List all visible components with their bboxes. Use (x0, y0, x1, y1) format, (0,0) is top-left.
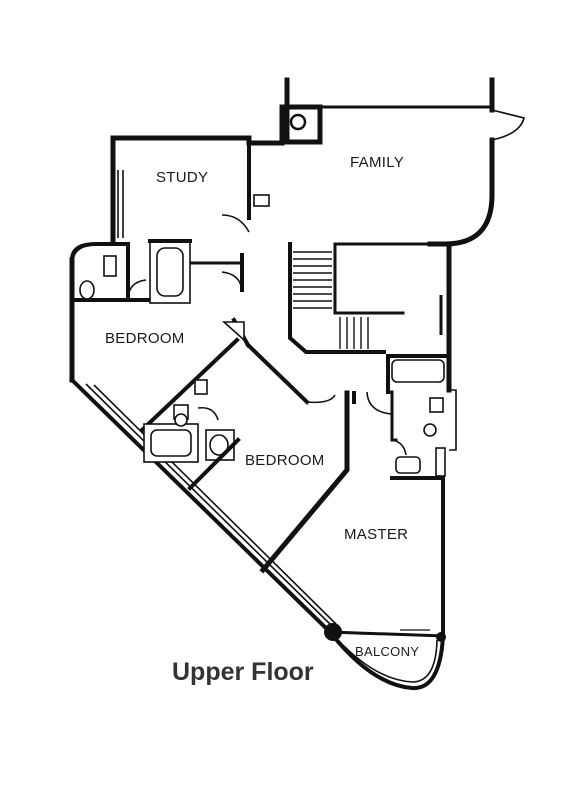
study-area (117, 141, 270, 265)
room-label-study: STUDY (156, 169, 208, 186)
room-label-master: MASTER (344, 526, 408, 543)
wardrobe-fixture (253, 194, 270, 207)
bedroom-1-area (69, 239, 251, 348)
column-marker-small (436, 632, 446, 642)
room-label-balcony: BALCONY (355, 644, 419, 659)
bedroom-2-area (139, 337, 350, 574)
master-ensuite (352, 354, 457, 480)
column-marker (324, 623, 342, 641)
stairwell (288, 242, 443, 354)
plan-caption: Upper Floor (172, 658, 314, 686)
room-label-family: FAMILY (350, 154, 404, 171)
family-corner (284, 104, 525, 145)
balcony-door (360, 629, 430, 635)
room-label-bedroom-2: BEDROOM (245, 452, 325, 469)
room-label-bedroom-1: BEDROOM (105, 330, 185, 347)
outer-walls (69, 77, 495, 691)
